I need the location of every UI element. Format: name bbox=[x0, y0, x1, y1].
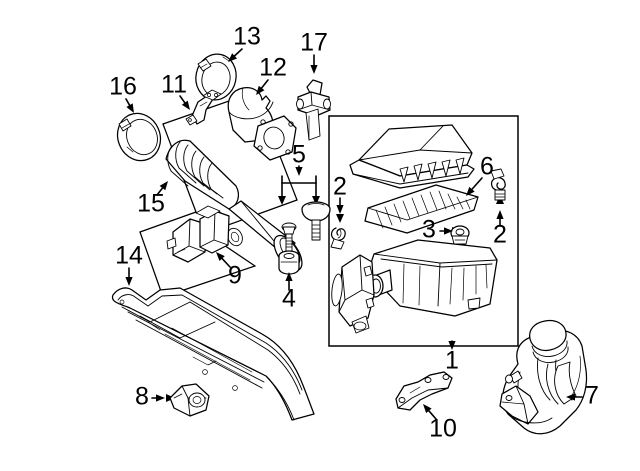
part-8-duct-clip bbox=[166, 383, 210, 417]
leader-arrowhead-11 bbox=[181, 100, 190, 110]
leader-arrowhead-16 bbox=[126, 103, 134, 113]
callout-number-16: 16 bbox=[109, 73, 137, 101]
leader-arrowhead-6 bbox=[466, 186, 475, 196]
part-14-air-intake-duct bbox=[111, 287, 315, 421]
leader-arrowhead-14 bbox=[125, 277, 133, 286]
leader-line-13 bbox=[233, 48, 243, 57]
callout-number-9: 9 bbox=[228, 262, 242, 290]
leader-arrowhead-12 bbox=[256, 85, 265, 95]
callout-number-12: 12 bbox=[259, 54, 287, 82]
part-2-retainer-clip-left bbox=[330, 214, 346, 250]
callout-number-2a: 2 bbox=[333, 173, 347, 201]
part-17-intake-air-temp-sensor bbox=[296, 79, 331, 141]
leader-arrowhead-2b bbox=[496, 210, 504, 219]
part-3-resonator-grommet bbox=[450, 225, 470, 245]
leader-arrowhead-5 bbox=[295, 167, 303, 176]
part-5-mounting-bolts bbox=[278, 175, 331, 253]
leader-arrowhead-9 bbox=[216, 252, 225, 262]
callout-number-5: 5 bbox=[292, 141, 306, 169]
callout-number-3: 3 bbox=[422, 216, 436, 244]
leader-line-16 bbox=[125, 98, 131, 106]
leader-arrowhead-4 bbox=[285, 272, 293, 281]
callout-number-15: 15 bbox=[137, 190, 165, 218]
leader-line-15 bbox=[156, 187, 164, 196]
leader-arrowhead-1 bbox=[448, 341, 456, 350]
leader-line-6 bbox=[471, 177, 483, 191]
part-11-hose-bracket bbox=[185, 89, 222, 126]
leader-arrowhead-7 bbox=[566, 393, 575, 401]
air-cleaner-assembly-group-box bbox=[328, 115, 519, 347]
callout-number-11: 11 bbox=[161, 71, 187, 99]
callout-number-10: 10 bbox=[429, 415, 457, 443]
callout-number-8: 8 bbox=[135, 383, 149, 411]
air-cleaner-housing bbox=[366, 239, 498, 317]
callout-number-2b: 2 bbox=[493, 221, 507, 249]
callout-number-6: 6 bbox=[480, 153, 494, 181]
part-12-throttle-body-elbow bbox=[227, 86, 297, 161]
callout-number-17: 17 bbox=[300, 29, 328, 57]
callout-number-1: 1 bbox=[445, 347, 459, 375]
part-7-air-cleaner-resonator bbox=[499, 319, 588, 435]
leader-arrowhead-3 bbox=[444, 227, 453, 235]
leader-arrowhead-13 bbox=[228, 53, 238, 62]
callout-number-4: 4 bbox=[282, 285, 296, 313]
leader-arrowhead-2a bbox=[336, 205, 344, 214]
part-4-insulator-grommet bbox=[278, 250, 300, 275]
leader-arrowhead-17 bbox=[310, 65, 318, 74]
part-16-hose-clamp-lower bbox=[116, 112, 162, 162]
part-9-mass-air-flow-sensor bbox=[166, 205, 230, 263]
leader-line-11 bbox=[179, 95, 186, 104]
leader-arrowhead-15 bbox=[159, 181, 168, 191]
leader-line-9 bbox=[221, 257, 231, 268]
callout-leaders bbox=[125, 48, 583, 420]
part-10-mounting-bracket bbox=[395, 371, 453, 411]
callout-number-13: 13 bbox=[233, 23, 261, 51]
callout-number-7: 7 bbox=[585, 382, 599, 410]
callout-number-14: 14 bbox=[115, 242, 143, 270]
air-cleaner-cover bbox=[349, 124, 475, 189]
leader-line-12 bbox=[260, 79, 269, 89]
leader-arrowhead-10 bbox=[423, 404, 432, 414]
leader-arrowhead-8 bbox=[156, 394, 165, 402]
air-cleaner-inlet-duct bbox=[331, 254, 375, 334]
leader-line-10 bbox=[428, 410, 437, 420]
part-2-retainer-clip-right bbox=[490, 168, 506, 204]
part-6-air-filter-element bbox=[364, 184, 479, 234]
